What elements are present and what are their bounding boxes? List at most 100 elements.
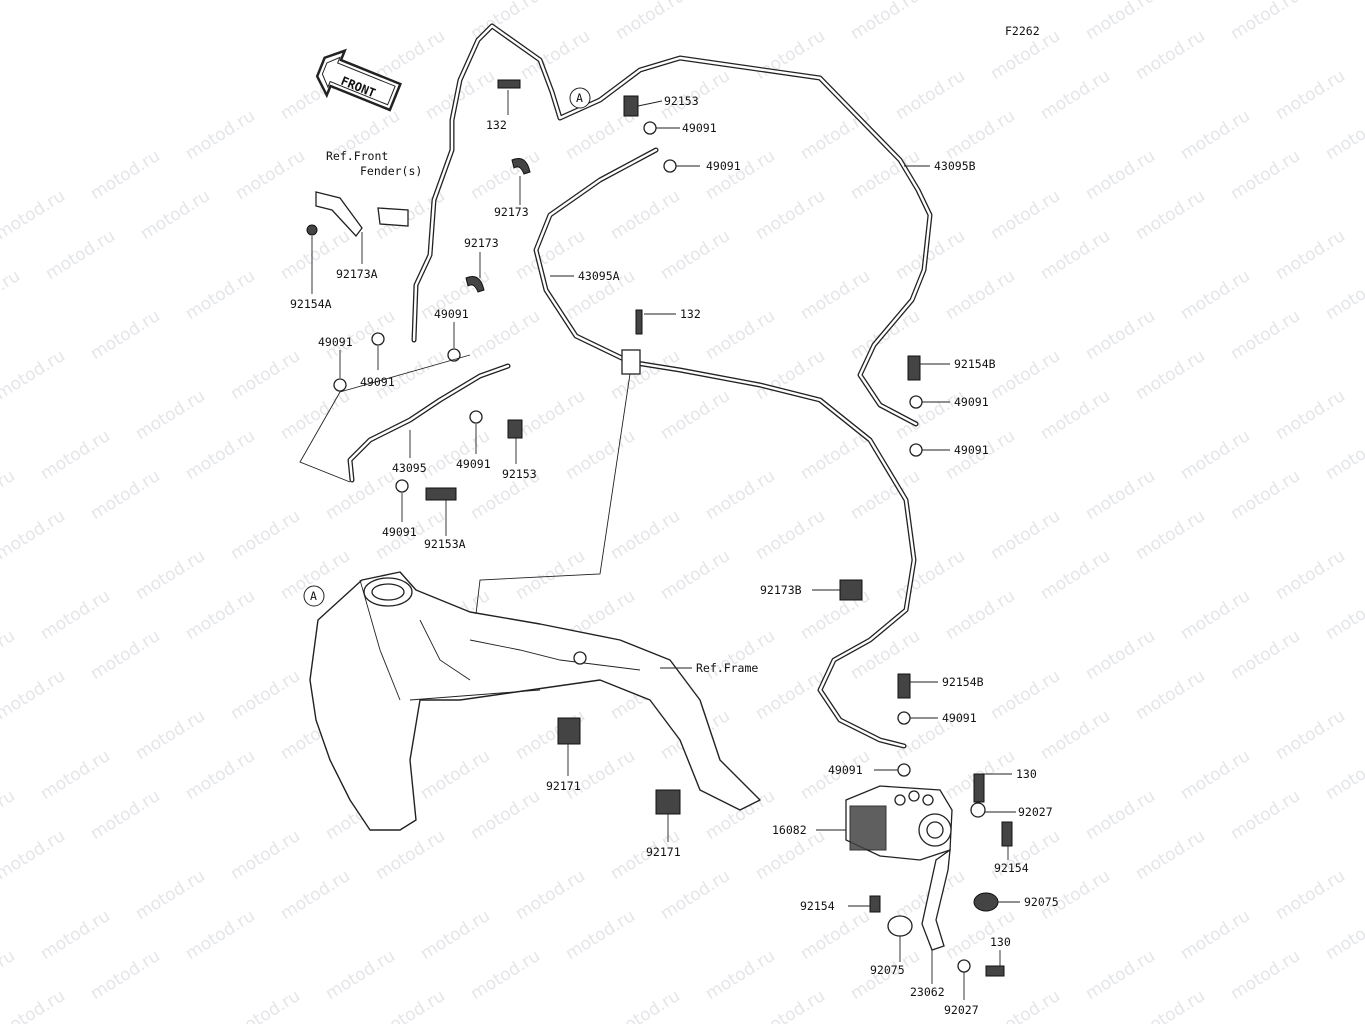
watermark-text: motod.ru [797,266,874,324]
part-label: 92154B [942,675,984,689]
watermark-text: motod.ru [707,0,784,4]
part-label: 92173 [464,236,499,250]
watermark-text: motod.ru [1082,946,1159,1004]
watermark-text: motod.ru [1177,586,1254,644]
watermark-text: motod.ru [1322,0,1365,4]
damper-92171-b [655,789,681,815]
bolt-132-top [497,79,521,89]
watermark-text: motod.ru [1322,906,1365,964]
watermark-text: motod.ru [892,546,969,604]
watermark-text: motod.ru [797,906,874,964]
watermark-text: motod.ru [1037,226,1114,284]
watermark-text: motod.ru [1322,266,1365,324]
watermark-text: motod.ru [1177,106,1254,164]
watermark-text: motod.ru [37,906,114,964]
banjo-bolt-92154B-top [907,355,921,381]
watermark-text: motod.ru [1037,706,1114,764]
figure-code: F2262 [1005,24,1040,38]
watermark-text: motod.ru [657,386,734,444]
watermark-text: motod.ru [87,626,164,684]
watermark-text: motod.ru [1177,906,1254,964]
watermark-text: motod.ru [1132,506,1209,564]
watermark-text: motod.ru [1037,546,1114,604]
part-label: 92171 [646,845,681,859]
watermark-text: motod.ru [417,906,494,964]
part-label: 43095A [578,269,620,283]
watermark-text: motod.ru [1177,266,1254,324]
watermark-text: motod.ru [702,626,779,684]
svg-text:A: A [310,589,317,603]
watermark-text: motod.ru [1272,386,1349,444]
watermark-text: motod.ru [1132,346,1209,404]
watermark-text: motod.ru [1322,426,1365,484]
part-label: 130 [990,935,1011,949]
watermark-text: motod.ru [1132,26,1209,84]
watermark-text: motod.ru [892,226,969,284]
watermark-text: motod.ru [417,746,494,804]
part-label: 49091 [382,525,417,539]
watermark-text: motod.ru [1272,66,1349,124]
watermark-text: motod.ru [942,266,1019,324]
watermark-text: motod.ru [227,346,304,404]
part-label: 92027 [1018,805,1053,819]
abs-unit [845,773,1013,977]
watermark-text: motod.ru [227,506,304,564]
watermark-text: motod.ru [1227,146,1304,204]
part-label: 132 [680,307,701,321]
watermark-text: motod.ru [987,506,1064,564]
watermark-text: motod.ru [657,546,734,604]
watermark-text: motod.ru [752,186,829,244]
front-arrow-icon [315,48,402,112]
watermark-text: motod.ru [232,146,309,204]
watermark-text: motod.ru [277,866,354,924]
watermark-text: motod.ru [752,986,829,1024]
watermark-text: motod.ru [322,946,399,1004]
part-label: 92173 [494,205,529,219]
watermark-text: motod.ru [0,666,69,724]
marker-a-frame: A [303,585,325,607]
watermark-text: motod.ru [1272,706,1349,764]
watermark-text: motod.ru [37,586,114,644]
watermark-text: motod.ru [227,826,304,884]
watermark-text: motod.ru [42,226,119,284]
part-label: 92173B [760,583,802,597]
watermark-text: motod.ru [0,946,19,1004]
watermark-text: motod.ru [132,706,209,764]
watermark-text: motod.ru [1322,586,1365,644]
part-label: 92171 [546,779,581,793]
watermark-text: motod.ru [1132,826,1209,884]
watermark-text: motod.ru [987,986,1064,1024]
brake-lines [347,23,933,749]
watermark-text: motod.ru [0,506,69,564]
watermark-text: motod.ru [0,186,69,244]
watermark-text: motod.ru [942,0,1019,4]
watermark-text: motod.ru [1272,866,1349,924]
part-label: 49091 [456,457,491,471]
watermark-text: motod.ru [182,266,259,324]
watermark-text: motod.ru [87,466,164,524]
watermark-text: motod.ru [987,826,1064,884]
watermark-text: motod.ru [1082,626,1159,684]
part-label: 132 [486,118,507,132]
watermark-text: motod.ru [0,786,19,844]
watermark-text: motod.ru [702,146,779,204]
part-label: 43095B [934,159,976,173]
watermark-text: motod.ru [1227,786,1304,844]
watermark-text: motod.ru [702,466,779,524]
leader-lines [299,90,1020,1000]
banjo-bolt-92153-mid [507,419,523,439]
watermark-text: motod.ru [987,186,1064,244]
watermark-text: motod.ru [1037,386,1114,444]
watermark-text: motod.ru [1132,666,1209,724]
part-label: 49091 [954,443,989,457]
watermark-text: motod.ru [467,786,544,844]
watermark-text: motod.ru [182,586,259,644]
part-label: 92027 [944,1003,979,1017]
part-labels: 132 92153 49091 49091 43095B 92173 92173… [290,94,1059,1017]
watermark-text: motod.ru [322,466,399,524]
part-label: 92154 [994,861,1029,875]
watermark-text: motod.ru [0,626,19,684]
watermark-text: motod.ru [137,186,214,244]
watermark-text: motod.ru [132,866,209,924]
watermark-text: motod.ru [702,306,779,364]
